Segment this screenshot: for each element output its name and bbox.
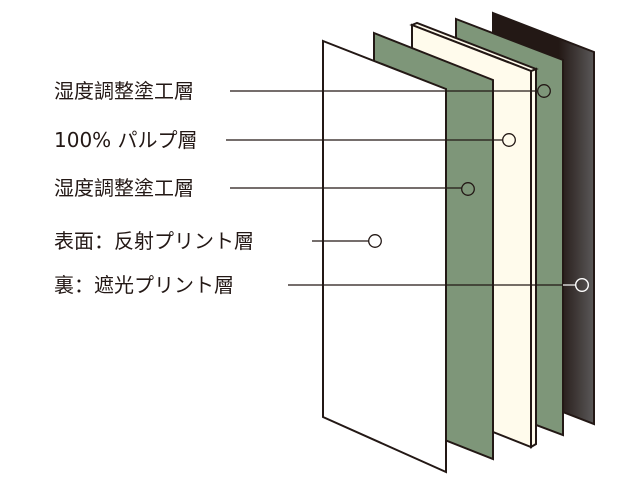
marker-circle-1: [537, 84, 551, 98]
label-back-print: 裏：遮光プリント層: [54, 273, 234, 297]
label-back-coating: 湿度調整塗工層: [54, 79, 194, 103]
label-front-coating: 湿度調整塗工層: [54, 176, 194, 200]
label-front-print: 表面：反射プリント層: [54, 229, 254, 253]
marker-circle-2: [502, 133, 516, 147]
marker-circle-3: [461, 182, 475, 196]
label-pulp: 100% パルプ層: [54, 128, 198, 152]
marker-circle-4: [368, 234, 382, 248]
marker-circle-5: [575, 278, 590, 293]
white-print-layer: [322, 39, 447, 474]
